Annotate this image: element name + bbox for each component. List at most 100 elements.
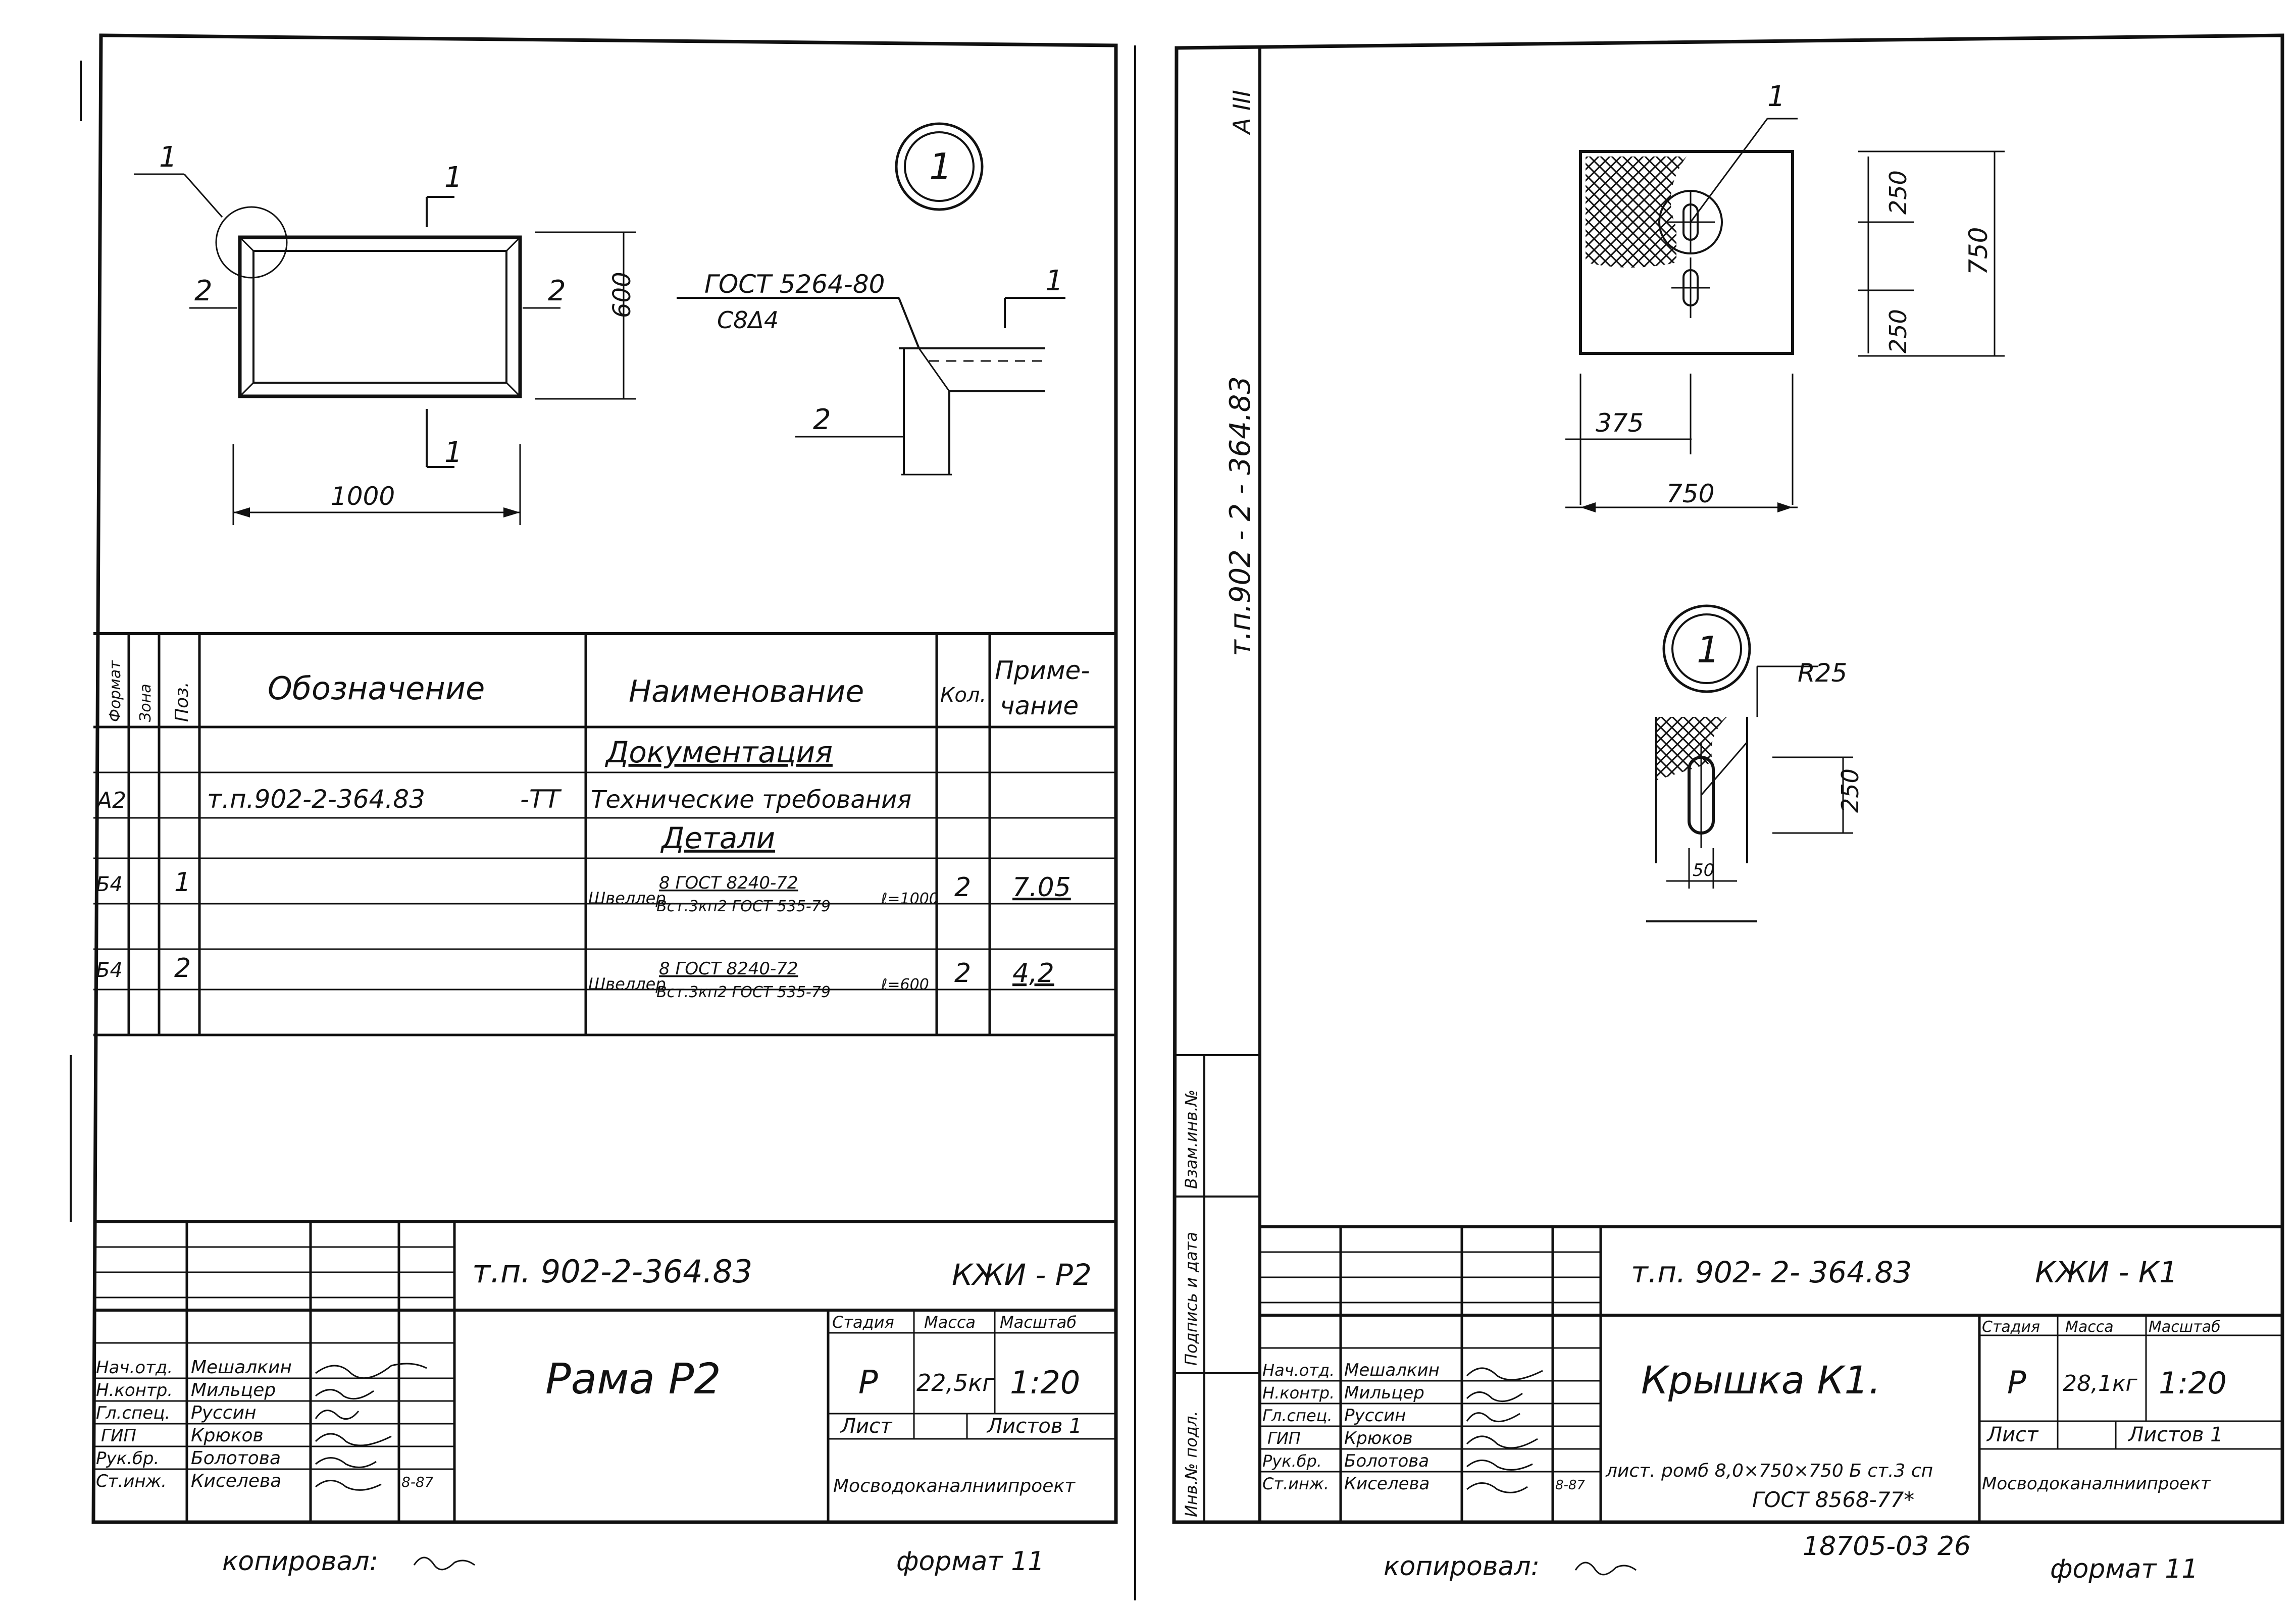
title-doc-code: т.п. 902-2-364.83 xyxy=(472,1253,752,1290)
dim-750-vertical: 750 xyxy=(1964,227,1993,275)
callout-2-right: 2 xyxy=(548,275,566,307)
title-doc-code-right: т.п. 902- 2- 364.83 xyxy=(1631,1255,1912,1289)
header-pos: Поз. xyxy=(172,682,192,722)
signature-mark xyxy=(315,1410,360,1420)
role-head-dept: Нач.отд. xyxy=(96,1358,173,1378)
format-label-right: формат 11 xyxy=(2050,1554,2198,1584)
title-stage-label-right: Стадия xyxy=(1982,1318,2040,1336)
frame-plan-view xyxy=(134,173,636,525)
right-sheet: Взам.инв.№ Подпись и дата Инв.№ подл. А … xyxy=(1172,33,2284,1584)
row1-qty: 2 xyxy=(954,872,971,903)
signature-rows: Нач.отд. Н.контр. Гл.спец. ГИП Рук.бр. С… xyxy=(96,1357,434,1491)
name-5: Болотова xyxy=(1344,1451,1429,1471)
hatch-area xyxy=(1657,717,1727,780)
dim-1000: 1000 xyxy=(331,482,395,511)
signature-mark xyxy=(315,1480,382,1491)
title-drawing-name-right: Крышка К1. xyxy=(1641,1358,1881,1403)
role-team-lead: Рук.бр. xyxy=(96,1448,159,1469)
sign-date: 8-87 xyxy=(401,1474,434,1490)
role-gip: ГИП xyxy=(101,1426,136,1446)
detail-marker-inner xyxy=(1671,613,1742,684)
side-label-signature: Подпись и дата xyxy=(1182,1232,1201,1366)
title-scale-label-right: Масштаб xyxy=(2149,1318,2221,1336)
name-2: Мильцер xyxy=(191,1380,276,1400)
signature-mark xyxy=(315,1363,427,1379)
header-note-line2: чание xyxy=(1000,691,1079,720)
archive-number: 18705-03 26 xyxy=(1803,1531,1971,1562)
weld-standard: ГОСТ 5264-80 xyxy=(704,270,885,299)
row-doc-suffix: -ТТ xyxy=(520,785,562,814)
signature-mark xyxy=(315,1389,374,1400)
signature-mark xyxy=(315,1457,377,1468)
row-doc-designation: т.п.902-2-364.83 xyxy=(207,785,425,814)
side-label-replaces: Взам.инв.№ xyxy=(1182,1089,1201,1189)
title-drawing-name: Рама Р2 xyxy=(545,1354,721,1404)
row2-note: 4,2 xyxy=(1012,958,1054,989)
dim-250-slot: 250 xyxy=(1836,768,1864,813)
row2-qty: 2 xyxy=(954,958,971,989)
row1-pos: 1 xyxy=(174,867,191,898)
title-mass-right: 28,1кг xyxy=(2063,1371,2138,1396)
name-4: Крюков xyxy=(191,1425,264,1446)
callout-1-bottom: 1 xyxy=(444,436,463,469)
dim-750-horizontal: 750 xyxy=(1666,479,1714,508)
signature-mark xyxy=(1466,1412,1520,1423)
title-mass: 22,5кг xyxy=(916,1369,995,1396)
role-gip: ГИП xyxy=(1267,1429,1301,1448)
row1-length: ℓ=1000 xyxy=(881,890,939,908)
table-row: Б4 1 Швеллер 8 ГОСТ 8240-72 Вст.3кп2 ГОС… xyxy=(96,867,1071,915)
title-organization-right: Мосводоканалниипроект xyxy=(1982,1474,2211,1494)
format-label: формат 11 xyxy=(896,1546,1044,1577)
cover-plate-view xyxy=(1565,118,2005,512)
title-scale: 1:20 xyxy=(1010,1364,1080,1401)
material-line2: ГОСТ 8568-77* xyxy=(1752,1487,1914,1512)
signature-mark xyxy=(1466,1482,1528,1493)
name-1: Мешалкин xyxy=(191,1357,292,1378)
detail-marker-outer xyxy=(1662,604,1751,693)
signature-mark xyxy=(1466,1391,1523,1403)
copied-signature xyxy=(413,1556,475,1571)
detail-marker-number-right: 1 xyxy=(1697,629,1720,671)
title-scale-right: 1:20 xyxy=(2159,1366,2227,1401)
row1-format: Б4 xyxy=(96,873,123,896)
name-1: Мешалкин xyxy=(1344,1360,1440,1380)
callout-2-left: 2 xyxy=(194,275,213,307)
dim-250-top: 250 xyxy=(1884,170,1912,215)
signature-mark xyxy=(1466,1460,1533,1471)
callout-2-detail: 2 xyxy=(813,403,831,436)
role-chief-spec: Гл.спец. xyxy=(1262,1406,1333,1425)
specification-table xyxy=(93,632,1116,1036)
title-mass-label: Масса xyxy=(924,1313,976,1332)
name-4: Крюков xyxy=(1344,1428,1413,1448)
name-5: Болотова xyxy=(191,1448,281,1469)
row-doc-format: А2 xyxy=(95,788,126,813)
row2-length: ℓ=600 xyxy=(881,976,929,994)
copied-by-right: копировал: xyxy=(1384,1551,1540,1582)
header-zone: Зона xyxy=(137,684,155,722)
title-sheet-code-right: КЖИ - К1 xyxy=(2035,1255,2178,1289)
title-stage-label: Стадия xyxy=(832,1313,894,1332)
role-norm-control: Н.контр. xyxy=(96,1380,173,1400)
weld-detail xyxy=(677,297,1065,476)
title-block-right xyxy=(1260,1225,2282,1522)
title-sheet-label: Лист xyxy=(840,1415,893,1438)
radius-label: R25 xyxy=(1798,658,1847,688)
detail-circle xyxy=(215,206,288,279)
header-format: Формат xyxy=(107,660,124,722)
role-team-lead: Рук.бр. xyxy=(1262,1451,1322,1471)
slot-detail xyxy=(1646,665,1853,922)
role-norm-control: Н.контр. xyxy=(1262,1383,1335,1403)
material-line1: лист. ромб 8,0×750×750 Б ст.3 сп xyxy=(1605,1461,1933,1481)
vertical-doc-code: т.п.902 - 2 - 364.83 xyxy=(1224,376,1257,656)
copied-by: копировал: xyxy=(222,1546,378,1577)
table-row: Б4 2 Швеллер 8 ГОСТ 8240-72 Вст.3кп2 ГОС… xyxy=(96,953,1054,1001)
title-block xyxy=(93,1220,1116,1522)
name-6: Киселева xyxy=(191,1471,281,1491)
detail-marker-outer xyxy=(895,122,984,211)
title-sheet-label-right: Лист xyxy=(1986,1423,2039,1446)
title-mass-label-right: Масса xyxy=(2065,1318,2114,1336)
row1-note: 7.05 xyxy=(1012,872,1071,903)
signature-mark xyxy=(1466,1435,1538,1449)
detail-marker-inner xyxy=(904,131,975,202)
row1-numerator: 8 ГОСТ 8240-72 xyxy=(659,873,798,893)
